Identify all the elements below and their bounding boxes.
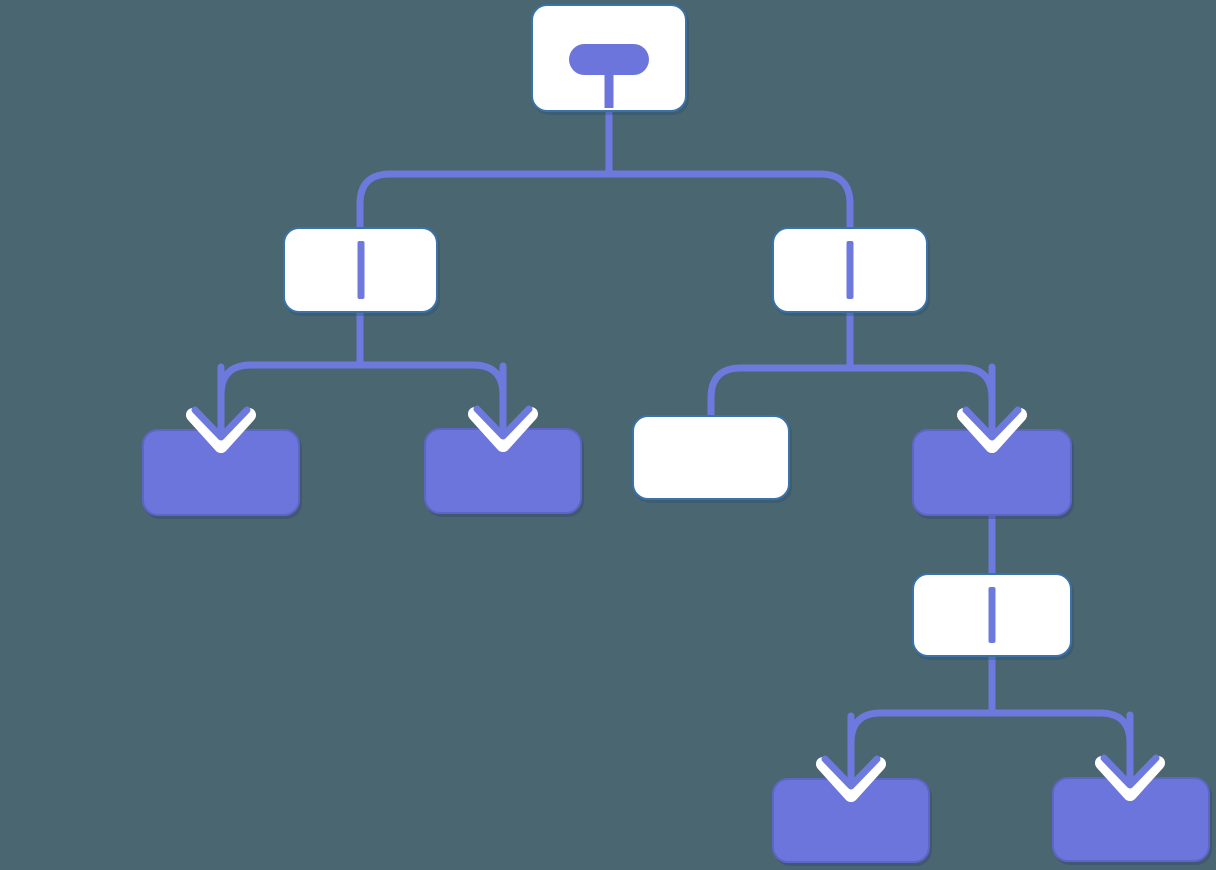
node-branch-left[interactable] — [283, 227, 438, 313]
vertical-line-icon — [988, 587, 996, 643]
node-bottom-b[interactable] — [1052, 777, 1210, 862]
connector-bottom-split — [847, 709, 1134, 763]
connector-right-split — [707, 364, 996, 415]
node-leaf-mid[interactable] — [632, 415, 790, 500]
vertical-line-icon — [357, 241, 364, 299]
connector-left-split — [217, 361, 507, 414]
vertical-line-icon — [846, 241, 854, 299]
node-bottom-a[interactable] — [772, 778, 930, 863]
node-root[interactable] — [531, 4, 687, 112]
stem-icon — [604, 68, 614, 108]
node-right-child[interactable] — [912, 429, 1072, 516]
node-sub-branch[interactable] — [912, 573, 1072, 657]
node-leaf-a[interactable] — [142, 429, 300, 516]
node-branch-right[interactable] — [772, 227, 928, 313]
connector-root-split — [356, 170, 854, 227]
node-leaf-b[interactable] — [424, 428, 582, 514]
